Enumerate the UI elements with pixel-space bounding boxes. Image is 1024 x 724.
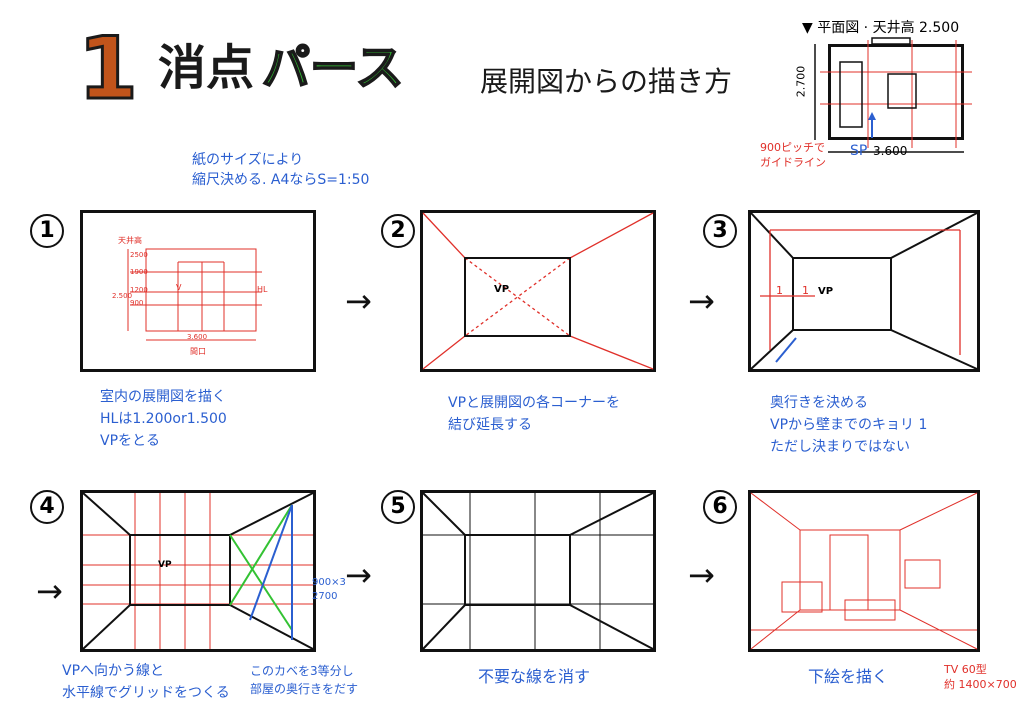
p1-ceiling: 天井高 [118,236,142,245]
panel4-note: 900×3 2700 [312,577,346,602]
title-number: 1 [77,19,140,119]
step-1-number: 1 [30,214,64,248]
wall-note: このカベを3等分し 部屋の奥行きをだす [250,664,359,696]
p1-width: 3.600 [187,333,208,341]
panel-3 [748,210,980,372]
scale-note: 紙のサイズにより 縮尺決める. A4ならS=1:50 [192,152,370,188]
step-3-caption: 奥行きを決める VPから壁までのキョリ 1 ただし決まりではない [770,395,928,455]
p1-side: 2.500 [112,292,133,300]
arrow-1-2: → [345,282,372,320]
p1-hl: HL [257,285,268,294]
title-main: 消点 [158,40,255,96]
step-3-number: 3 [703,214,737,248]
panel-2 [420,210,656,372]
p3-depth-2: 1 [802,284,809,297]
step-2-caption: VPと展開図の各コーナーを 結び延長する [448,395,621,433]
p2-vp: VP [494,284,510,295]
panel-4 [80,490,316,652]
arrow-4-5: → [345,556,372,594]
plan-width: 3.600 [873,144,908,158]
p1-bottom: 間口 [190,347,206,356]
p3-vp: VP [818,286,834,297]
floor-plan [828,44,964,140]
step-5-number: 5 [381,490,415,524]
step-1-caption: 室内の展開図を描く HLは1.200or1.500 VPをとる [100,389,227,449]
plan-title: ▼ 平面図 · 天井高 2.500 [802,20,960,36]
step-5-caption: 不要な線を消す [478,667,591,686]
panel-5 [420,490,656,652]
step-4-number: 4 [30,490,64,524]
p1-v: V [176,283,182,292]
p1-h2: 1200 [130,286,148,294]
arrow-to-4: → [36,572,63,610]
p1-h0: 2500 [130,251,148,259]
panel-1 [80,210,316,372]
plan-guide-note: 900ピッチで ガイドライン [760,141,826,169]
p3-depth-1: 1 [776,284,783,297]
p4-vp: VP [158,560,172,570]
step-4-caption: VPへ向かう線と 水平線でグリッドをつくる [62,663,230,701]
panel-6 [748,490,980,652]
plan-sp: SP [850,143,868,159]
arrow-2-3: → [688,282,715,320]
tv-note: TV 60型 約 1400×700 [944,663,1017,691]
p1-h3: 900 [130,299,144,307]
step-2-number: 2 [381,214,415,248]
title-accent: パース [261,40,405,96]
p1-h1: 1900 [130,268,148,276]
step-6-caption: 下絵を描く [808,667,889,686]
subtitle: 展開図からの描き方 [480,65,733,98]
arrow-5-6: → [688,556,715,594]
step-6-number: 6 [703,490,737,524]
